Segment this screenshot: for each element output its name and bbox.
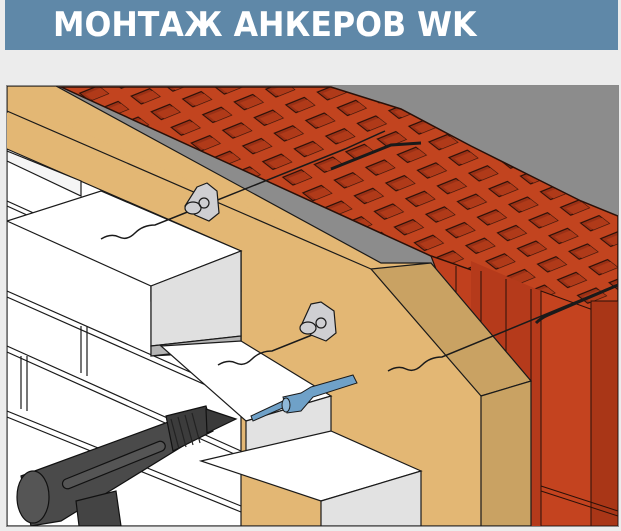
protruding-brick-bottom: [198, 430, 423, 526]
ceramic-block-top: [51, 86, 618, 322]
page-title: МОНТАЖ АНКЕРОВ WK: [53, 5, 477, 45]
anchor-installation-illustration: [6, 85, 619, 527]
injection-gun-icon: [16, 405, 238, 526]
wire-ties: [100, 130, 618, 372]
retaining-washer-upper: [184, 182, 220, 222]
title-banner: МОНТАЖ АНКЕРОВ WK: [5, 0, 618, 50]
anchor-rod: [250, 374, 358, 422]
retaining-washer-lower: [299, 301, 337, 342]
